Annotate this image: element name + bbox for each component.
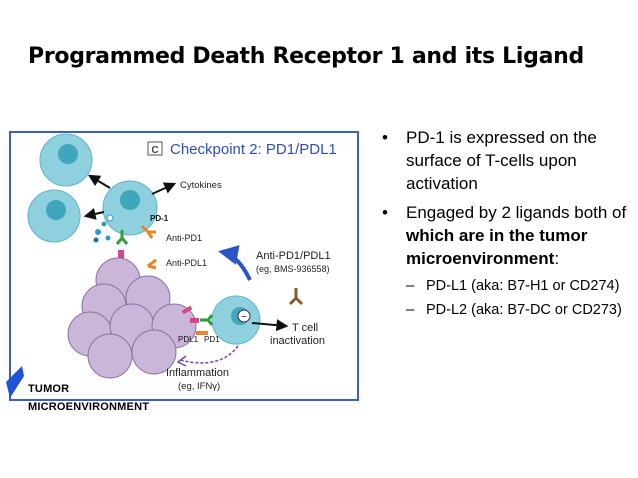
bullet-text-end: : (554, 249, 560, 268)
bullet-text: PD-1 is expressed on the surface of T-ce… (406, 128, 597, 193)
tumor-cell-cluster (67, 257, 197, 379)
pdl1-small-label: PDL1 (178, 335, 199, 344)
pd1-small-label: PD1 (204, 335, 220, 344)
pd1-label: PD-1 (150, 214, 169, 223)
synapse-pdl1 (190, 318, 199, 323)
panel-title: Checkpoint 2: PD1/PDL1 (170, 141, 337, 158)
cytokine-dots (93, 214, 114, 243)
tumor-label-line2: MICROENVIRONMENT (28, 401, 150, 413)
t-cell-daughter-left (27, 189, 81, 243)
t-cell-label: T cell (292, 322, 318, 334)
anti-pdl1-antibody (147, 258, 157, 270)
checkpoint-diagram: C Checkpoint 2: PD1/PDL1 Cytokines (6, 131, 359, 401)
anti-pd1-label: Anti-PD1 (166, 233, 202, 243)
blue-flag-marker (6, 366, 24, 398)
anti-pdl1-label: Anti-PDL1 (166, 258, 207, 268)
therapeutic-antibody (288, 288, 304, 306)
bullet-list: • PD-1 is expressed on the surface of T-… (380, 126, 630, 321)
bullet-item: • Engaged by 2 ligands both of which are… (380, 201, 630, 270)
proliferation-arrow-left (83, 208, 105, 220)
bullet-bold-text: which are in the tumor microenvironment (406, 226, 588, 268)
cytokine-arrow (151, 182, 177, 195)
synapse-antibody (196, 331, 208, 335)
cytokines-label: Cytokines (180, 180, 222, 191)
inactivation-arrow (251, 319, 289, 332)
inflammation-label: Inflammation (166, 367, 229, 379)
t-cell-daughter-top (39, 133, 93, 187)
inactivation-label: inactivation (270, 335, 325, 347)
sub-bullet-text: PD-L1 (aka: B7-H1 or CD274) (426, 278, 620, 294)
anti-pd1-pdl1-label: Anti-PD1/PDL1 (256, 250, 331, 262)
bms-example-label: (eg, BMS-936558) (256, 264, 330, 274)
tumor-label-line1: TUMOR (28, 383, 70, 395)
blockade-arrow (218, 245, 252, 281)
sub-bullet-item: – PD-L2 (aka: B7-DC or CD273) (380, 300, 630, 321)
bullet-item: • PD-1 is expressed on the surface of T-… (380, 126, 630, 195)
anti-pd1-antibody (140, 224, 156, 239)
slide-title: Programmed Death Receptor 1 and its Liga… (28, 44, 584, 69)
inhibition-sign: − (241, 312, 247, 323)
pdl1-ligand (118, 250, 124, 260)
inflammation-arrowhead (176, 355, 187, 367)
proliferation-arrow-top (87, 174, 111, 189)
pd1-receptor (115, 230, 129, 245)
bullet-glyph: • (382, 203, 388, 222)
tumor-pdl1-extra (181, 305, 193, 315)
checkpoint-figure: C Checkpoint 2: PD1/PDL1 Cytokines (0, 120, 370, 420)
bullet-text: Engaged by 2 ligands both of (406, 203, 627, 222)
panel-letter-box (147, 141, 163, 156)
ifn-example-label: (eg, IFNγ) (178, 381, 220, 392)
tumor-microenvironment-label: TUMOR MICROENVIRONMENT (28, 380, 149, 416)
inflammation-dashed-arrow (179, 345, 239, 364)
sub-bullet-item: – PD-L1 (aka: B7-H1 or CD274) (380, 276, 630, 297)
t-cell-inhibited: − (211, 295, 261, 345)
panel-letter: C (151, 145, 158, 156)
bullet-glyph: • (382, 128, 388, 147)
sub-bullet-text: PD-L2 (aka: B7-DC or CD273) (426, 302, 622, 318)
dash-glyph: – (406, 302, 415, 318)
t-cell-activated (102, 180, 158, 236)
dash-glyph: – (406, 278, 415, 294)
synapse-pd1 (200, 314, 214, 326)
